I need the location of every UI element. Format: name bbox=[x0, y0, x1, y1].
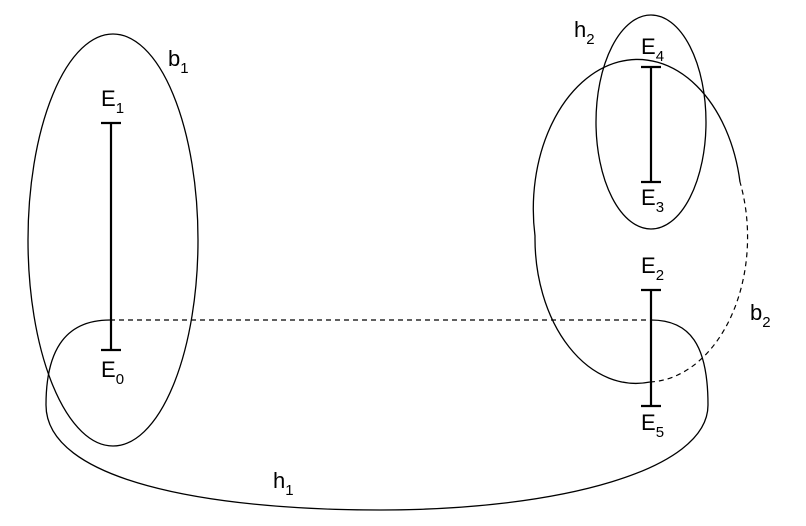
b2-ellipse-dashed bbox=[649, 181, 749, 383]
label-e1: E1 bbox=[101, 86, 124, 117]
label-b1: b1 bbox=[168, 46, 189, 77]
label-e5: E5 bbox=[641, 410, 664, 441]
label-b2: b2 bbox=[750, 300, 771, 331]
label-e2: E2 bbox=[641, 253, 664, 284]
b1-ellipse bbox=[27, 33, 199, 447]
label-h1: h1 bbox=[273, 468, 294, 499]
label-e4: E4 bbox=[641, 34, 664, 65]
h2-ellipse bbox=[595, 14, 707, 230]
label-h2: h2 bbox=[574, 17, 595, 48]
h1-loop-solid bbox=[45, 319, 709, 511]
label-e0: E0 bbox=[101, 357, 124, 388]
label-e3: E3 bbox=[641, 185, 664, 216]
b2-ellipse-solid bbox=[532, 58, 741, 385]
